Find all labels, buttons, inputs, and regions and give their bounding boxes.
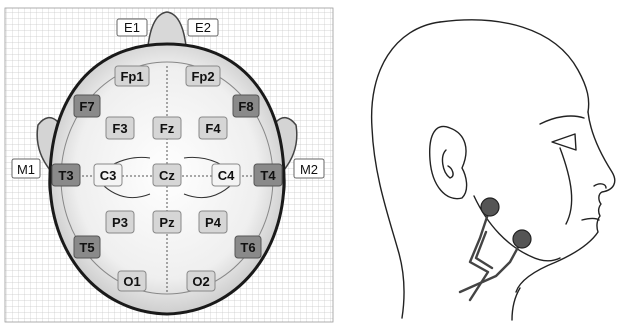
profile-neck-front [512, 288, 520, 320]
electrode-p3-label: P3 [112, 215, 128, 230]
electrode-fp1-label: Fp1 [120, 69, 143, 84]
electrode-p4-label: P4 [205, 215, 222, 230]
electrode-e2-label: E2 [195, 20, 211, 35]
profile-crown [440, 20, 589, 112]
profile-nostril [594, 184, 606, 188]
profile-face [516, 112, 615, 292]
profile-back-of-head [372, 22, 440, 318]
electrode-o1-label: O1 [123, 274, 140, 289]
electrode-c3-label: C3 [100, 168, 117, 183]
electrode-m2-label: M2 [300, 162, 318, 177]
profile-panel [372, 20, 615, 320]
electrode-t5-label: T5 [79, 240, 94, 255]
profile-ear-inner [443, 150, 454, 178]
electrode-pz-label: Pz [159, 215, 175, 230]
electrode-t6-label: T6 [240, 240, 255, 255]
jaw-sensor-upper [481, 198, 499, 216]
electrode-t3-label: T3 [58, 168, 73, 183]
profile-mouth [582, 219, 599, 221]
electrode-e1-label: E1 [124, 20, 140, 35]
electrode-fp2-label: Fp2 [191, 69, 214, 84]
electrode-o2-label: O2 [192, 274, 209, 289]
profile-eyebrow [540, 116, 584, 124]
electrode-f4-label: F4 [205, 121, 221, 136]
electrode-m1-label: M1 [17, 162, 35, 177]
electrode-f7-label: F7 [79, 99, 94, 114]
electrode-cz-label: Cz [159, 168, 175, 183]
electrode-t4-label: T4 [260, 168, 276, 183]
electrode-fz-label: Fz [160, 121, 175, 136]
jaw-sensor-lower [513, 230, 531, 248]
profile-ear [430, 126, 467, 198]
profile-eye [552, 134, 576, 150]
profile-cheek [560, 148, 572, 224]
electrode-map-panel: E1 E2 Fp1 Fp2 F7 F3 Fz F4 F8 M1 T3 C3 Cz… [5, 8, 333, 322]
electrode-f8-label: F8 [238, 99, 253, 114]
sensor-wire-3 [476, 232, 492, 268]
electrode-f3-label: F3 [112, 121, 127, 136]
electrode-c4-label: C4 [218, 168, 235, 183]
